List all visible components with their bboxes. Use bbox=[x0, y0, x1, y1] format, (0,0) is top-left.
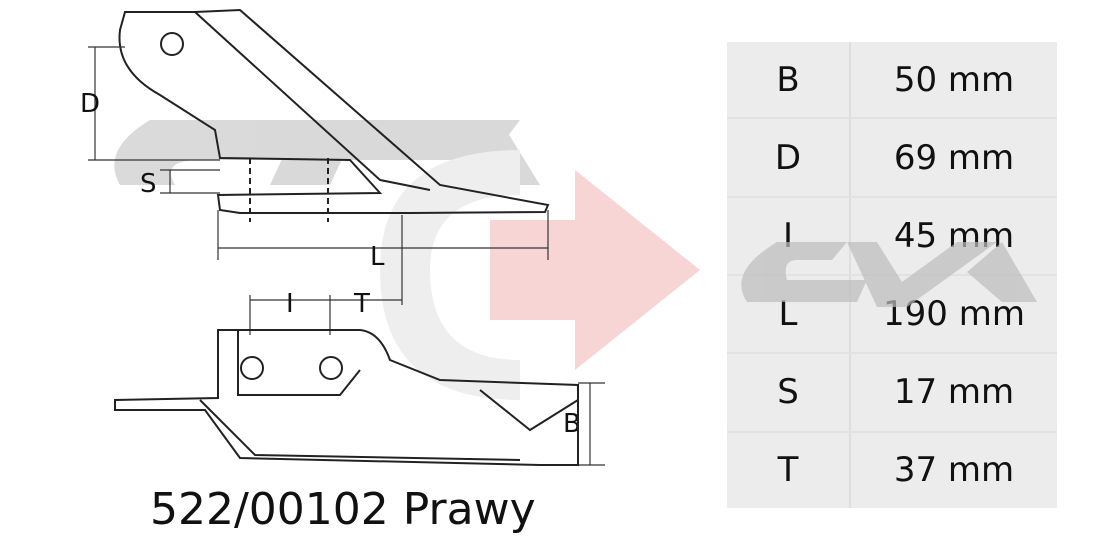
dimension-lines bbox=[88, 46, 605, 466]
dimension-value: 69 mm bbox=[850, 118, 1057, 198]
dimension-key: B bbox=[727, 42, 851, 120]
table-row: T 37 mm bbox=[727, 431, 1057, 508]
dim-label-s: S bbox=[140, 169, 157, 199]
side-view-part bbox=[118, 8, 550, 222]
dimension-value: 45 mm bbox=[850, 196, 1057, 276]
dim-label-d: D bbox=[80, 89, 100, 119]
dimension-value: 17 mm bbox=[850, 353, 1057, 433]
dimension-value: 50 mm bbox=[850, 42, 1057, 120]
dimension-key: I bbox=[727, 196, 851, 276]
dimension-value: 190 mm bbox=[850, 274, 1057, 355]
arrow-watermark bbox=[490, 170, 700, 370]
dim-label-b: B bbox=[563, 409, 581, 439]
dim-label-l: L bbox=[370, 242, 385, 272]
dim-label-t: T bbox=[353, 289, 370, 319]
part-number-caption: 522/00102 Prawy bbox=[150, 484, 536, 535]
dimension-key: D bbox=[727, 118, 851, 198]
dim-label-i: I bbox=[286, 289, 294, 319]
top-view-part bbox=[114, 329, 579, 466]
dimension-key: T bbox=[727, 431, 851, 508]
dimension-key: S bbox=[727, 353, 851, 433]
dimension-key: L bbox=[727, 274, 851, 355]
dimension-value: 37 mm bbox=[893, 450, 1015, 491]
